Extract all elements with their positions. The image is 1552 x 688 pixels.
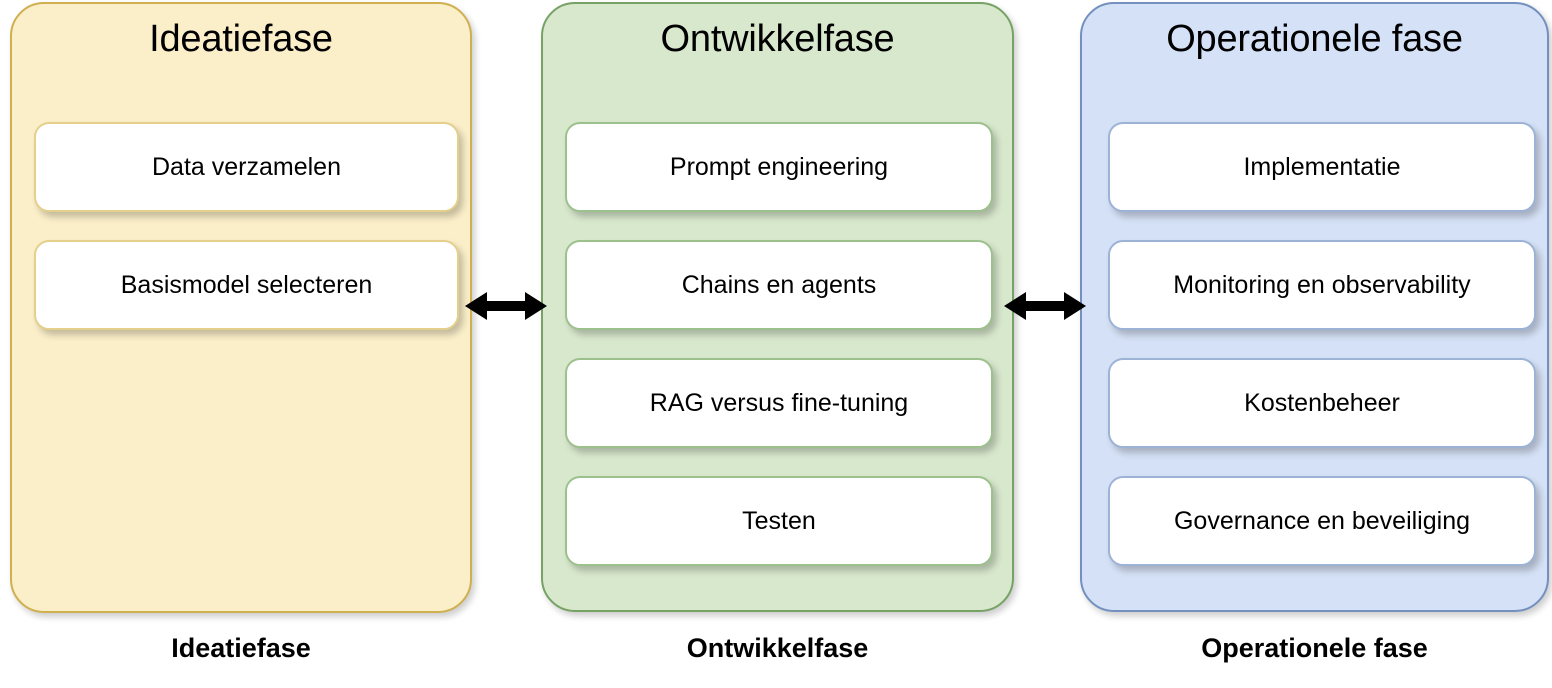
phase-caption-ideatie: Ideatiefase	[171, 633, 311, 663]
phase-item-label: Chains en agents	[681, 271, 877, 299]
phase-item-card[interactable]: Basismodel selecteren	[34, 240, 459, 330]
phase-item-label: Implementatie	[1243, 153, 1401, 181]
phase-item-card[interactable]: RAG versus fine-tuning	[565, 358, 993, 448]
phase-caption-operationeel: Operationele fase	[1201, 633, 1428, 663]
phase-item-card[interactable]: Data verzamelen	[34, 122, 459, 212]
phase-panel-operationeel[interactable]: Operationele fase Implementatie Monitori…	[1080, 2, 1549, 612]
phase-panel-ontwikkel[interactable]: Ontwikkelfase Prompt engineering Chains …	[541, 2, 1014, 612]
phase-item-label: Data verzamelen	[152, 153, 341, 181]
phase-panel-ideatie[interactable]: Ideatiefase Data verzamelen Basismodel s…	[10, 2, 472, 613]
phase-item-card[interactable]: Kostenbeheer	[1108, 358, 1536, 448]
phase-item-label: Testen	[742, 507, 816, 535]
double-arrow-icon	[1004, 286, 1086, 326]
phase-item-label: Basismodel selecteren	[120, 271, 373, 299]
phase-item-label: Kostenbeheer	[1244, 389, 1400, 417]
phase-title-operationeel: Operationele fase	[1166, 18, 1463, 60]
phase-title-ontwikkel: Ontwikkelfase	[660, 18, 895, 60]
phase-item-card[interactable]: Implementatie	[1108, 122, 1536, 212]
phase-item-card[interactable]: Governance en beveiliging	[1108, 476, 1536, 566]
phase-title-ideatie: Ideatiefase	[149, 18, 333, 60]
phase-item-label: RAG versus fine-tuning	[649, 389, 909, 417]
phase-item-label: Prompt engineering	[669, 153, 889, 181]
phase-caption-ontwikkel: Ontwikkelfase	[686, 633, 869, 663]
phase-item-card[interactable]: Chains en agents	[565, 240, 993, 330]
double-arrow-icon	[465, 286, 547, 326]
phase-item-label: Governance en beveiliging	[1173, 507, 1471, 535]
phase-item-card[interactable]: Prompt engineering	[565, 122, 993, 212]
phase-item-card[interactable]: Monitoring en observability	[1108, 240, 1536, 330]
phase-item-card[interactable]: Testen	[565, 476, 993, 566]
phase-item-label: Monitoring en observability	[1173, 271, 1471, 299]
